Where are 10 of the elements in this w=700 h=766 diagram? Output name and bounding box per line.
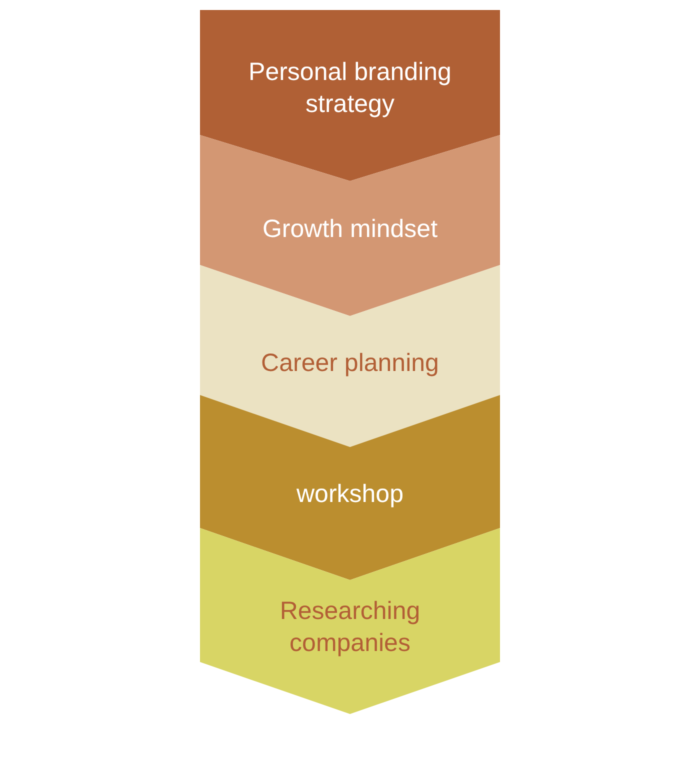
chevron-step bbox=[200, 528, 500, 714]
chevron-step bbox=[200, 395, 500, 580]
step-label: workshop bbox=[296, 479, 404, 510]
step-label: Personal branding strategy bbox=[248, 57, 452, 120]
chevron-step bbox=[200, 10, 500, 181]
chevron-step bbox=[200, 265, 500, 447]
step-label: Career planning bbox=[261, 348, 439, 379]
chevron-step bbox=[200, 135, 500, 316]
step-label: Growth mindset bbox=[262, 214, 438, 245]
step-label: Researching companies bbox=[278, 596, 422, 659]
